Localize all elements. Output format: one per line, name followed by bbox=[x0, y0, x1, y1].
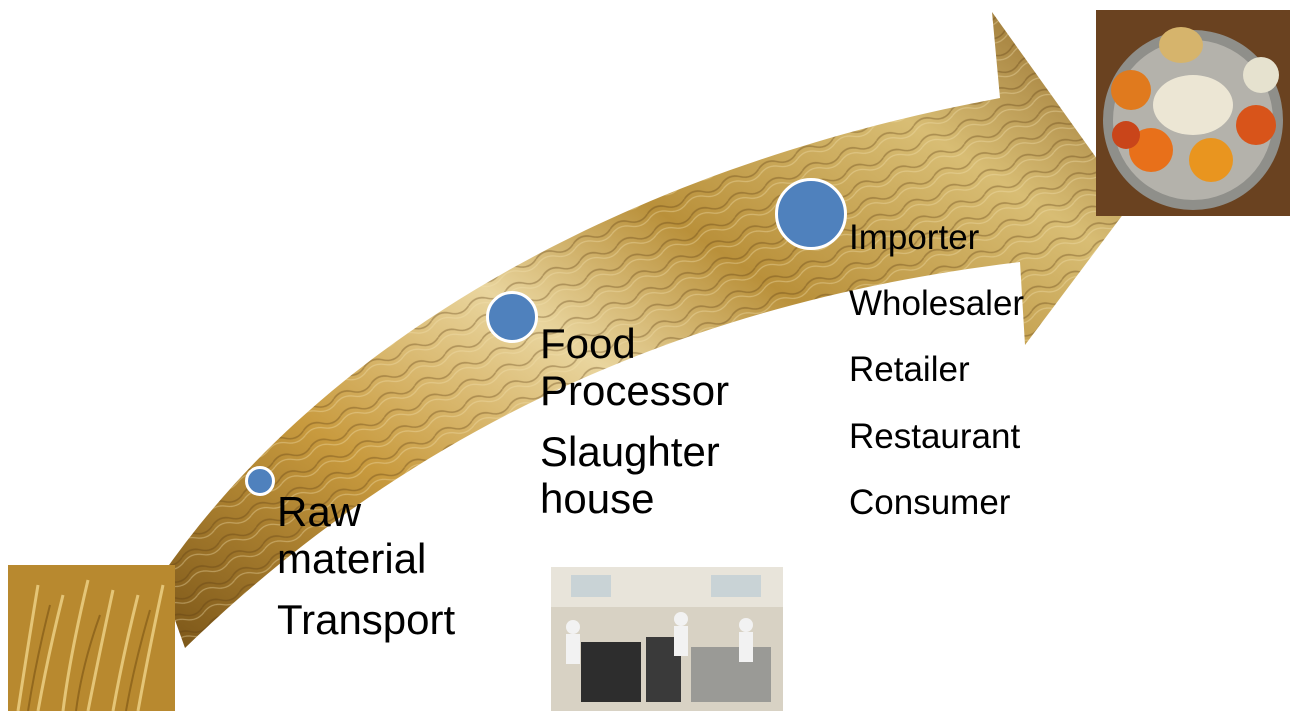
stage-3-sub-1: Wholesaler bbox=[849, 284, 1025, 324]
stage-2-sub-2: house bbox=[540, 475, 655, 523]
stage-3-line-1: Importer bbox=[849, 218, 980, 257]
stage-2-line-2: Processor bbox=[540, 367, 730, 415]
stage-2-text: Food Processor Slaughter house bbox=[540, 320, 729, 522]
stage-3-marker bbox=[775, 178, 847, 250]
indian-thali-meal-photo bbox=[1096, 10, 1290, 216]
stage-1-line-2: material bbox=[277, 535, 427, 583]
stage-3-sub-4: Consumer bbox=[849, 482, 1011, 522]
stage-1-line-1: Raw bbox=[277, 488, 362, 535]
food-processing-kitchen-photo bbox=[551, 567, 783, 711]
stage-3-sub-2: Retailer bbox=[849, 350, 970, 390]
stage-1-text: Raw material Transport bbox=[277, 488, 455, 643]
stage-2-marker bbox=[486, 291, 538, 343]
stage-3-sub-3: Restaurant bbox=[849, 416, 1021, 456]
stage-2-line-1: Food bbox=[540, 320, 636, 367]
wheat-field-photo bbox=[8, 565, 175, 711]
stage-2-sub-1: Slaughter bbox=[540, 428, 720, 476]
stage-1-marker bbox=[245, 466, 275, 496]
stage-3-text: Importer Wholesaler Retailer Restaurant … bbox=[849, 218, 1024, 522]
stage-1-sub-1: Transport bbox=[277, 596, 456, 644]
